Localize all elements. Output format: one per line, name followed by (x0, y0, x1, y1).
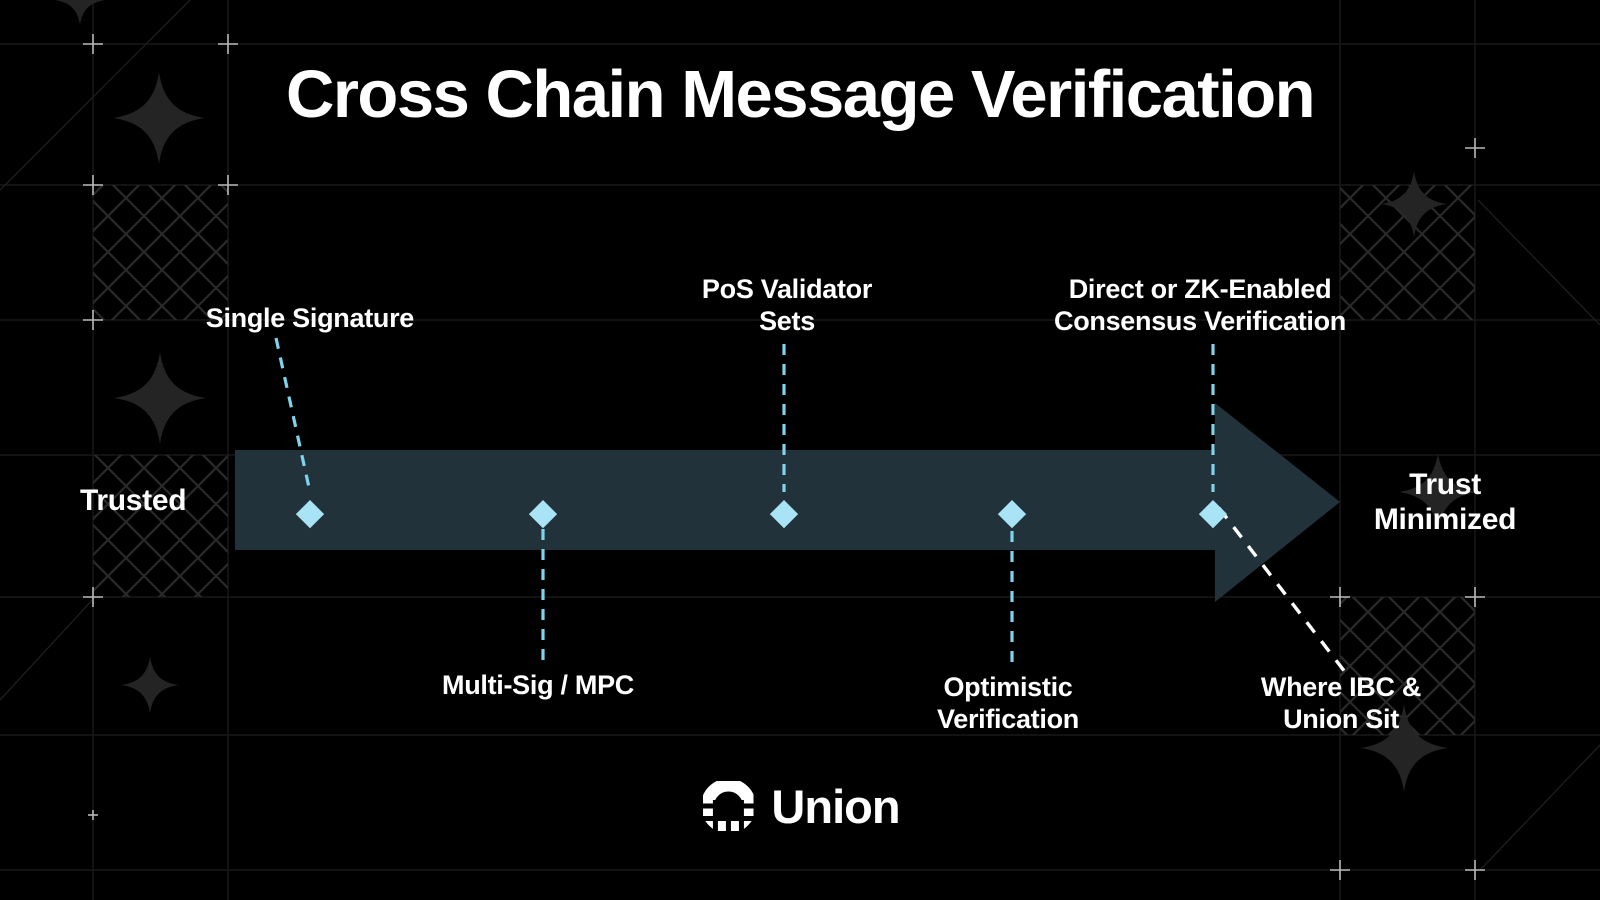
label-where-ibc-union-sit: Where IBC & Union Sit (1260, 672, 1422, 734)
page-title: Cross Chain Message Verification (285, 57, 1316, 132)
connector-where-ibc-union-sit (1217, 506, 1347, 674)
connector-single-signature (274, 337, 312, 493)
label-optimistic-verification: Optimistic Verification (937, 672, 1079, 734)
marker-single-signature (295, 499, 325, 529)
plus-marks (83, 34, 1485, 880)
crosshatch-cells (93, 185, 1475, 735)
label-direct-zk-consensus: Direct or ZK-Enabled Consensus Verificat… (1054, 274, 1346, 336)
union-logo-icon (700, 778, 756, 834)
spectrum-markers (295, 499, 1228, 529)
diagonal-accents (0, 0, 1600, 871)
marker-optimistic-verification (997, 500, 1027, 529)
endpoint-label-trusted: Trusted (80, 484, 187, 517)
marker-pos-validator-sets (769, 499, 799, 529)
brand-name: Union (771, 779, 900, 833)
connector-lines (274, 337, 1347, 674)
marker-direct-zk-consensus (1198, 499, 1228, 529)
endpoint-label-trust-minimized: Trust Minimized (1373, 468, 1517, 536)
label-single-signature: Single Signature (205, 303, 415, 333)
label-multi-sig-mpc: Multi-Sig / MPC (442, 670, 634, 700)
label-pos-validator-sets: PoS Validator Sets (701, 274, 873, 336)
marker-multi-sig-mpc (528, 500, 558, 529)
spectrum-arrow (235, 403, 1340, 602)
brand-lockup: Union (700, 778, 901, 834)
